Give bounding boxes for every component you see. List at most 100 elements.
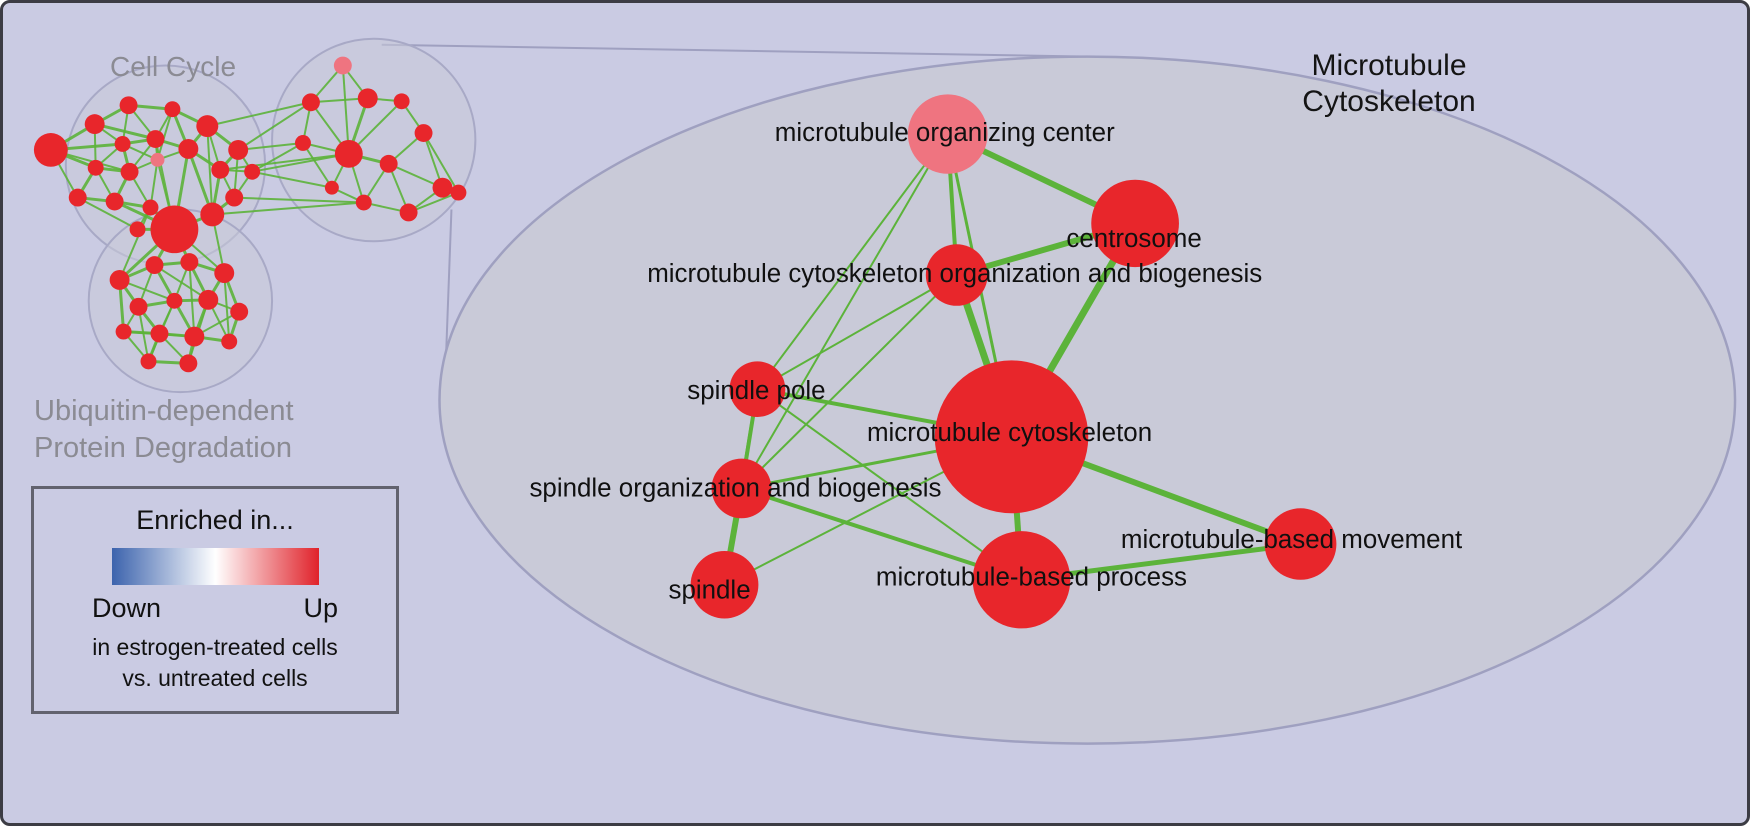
node-label-spindle-organization-and-biogenesis: spindle organization and biogenesis	[529, 474, 941, 502]
legend-gradient-bar	[111, 548, 319, 585]
overview-node	[228, 139, 249, 160]
overview-node	[119, 96, 138, 115]
overview-node	[379, 154, 398, 173]
legend-axis-labels: Down Up	[92, 593, 338, 624]
node-spindle-pole	[729, 361, 786, 417]
overview-edge	[188, 262, 196, 337]
overview-edge	[118, 207, 152, 281]
detail-edge	[756, 274, 958, 391]
overview-edge	[153, 264, 209, 301]
overview-edge	[251, 142, 304, 173]
overview-node	[244, 163, 261, 180]
overview-edge	[156, 108, 174, 161]
cluster-label-ubiquitin-line2: Protein Degradation	[34, 432, 292, 465]
overview-edge	[237, 101, 312, 151]
overview-node	[355, 194, 372, 211]
overview-node	[225, 188, 244, 207]
overview-node	[150, 324, 169, 343]
node-label-spindle-pole: spindle pole	[687, 377, 825, 405]
cluster-label-microtubule-cytoskeleton: Microtubule Cytoskeleton	[1233, 48, 1545, 120]
overview-node	[432, 177, 453, 198]
overview-node	[334, 139, 363, 168]
overview-edge	[251, 170, 333, 189]
overview-edge	[220, 152, 349, 171]
node-microtubule-based-movement	[1264, 508, 1337, 580]
overview-node	[414, 124, 433, 142]
overview-edge	[238, 141, 304, 151]
legend: Enriched in... Down Up in estrogen-treat…	[31, 486, 399, 714]
overview-node	[180, 253, 199, 272]
overview-node	[150, 152, 165, 167]
overview-node	[301, 93, 320, 112]
node-spindle	[690, 550, 759, 619]
overview-node	[164, 101, 181, 118]
cluster-label-cell-cycle: Cell Cycle	[110, 51, 237, 82]
detail-edge	[740, 486, 1023, 582]
overview-node	[105, 192, 124, 211]
overview-edge	[341, 65, 350, 154]
overview-node	[120, 162, 139, 181]
cluster-label-microtubule-line1: Microtubule	[1311, 49, 1467, 82]
node-label-microtubule-cytoskeleton: microtubule cytoskeleton	[867, 419, 1152, 447]
node-microtubule-based-process	[972, 531, 1071, 629]
node-label-microtubule-cytoskeleton-organization-and-biogenesis: microtubule cytoskeleton organization an…	[647, 260, 1262, 288]
overview-node	[109, 270, 130, 290]
overview-node	[198, 289, 219, 310]
overview-edge	[206, 126, 214, 215]
cluster-label-ubiquitin-line1: Ubiquitin-dependent	[34, 395, 294, 427]
overview-node	[84, 114, 105, 135]
legend-up-label: Up	[303, 593, 338, 623]
node-spindle-organization-and-biogenesis	[711, 458, 772, 519]
overview-node	[150, 205, 199, 254]
node-microtubule-organizing-center	[907, 94, 988, 174]
overview-edge	[302, 142, 333, 189]
overview-node	[333, 56, 352, 75]
overview-node	[166, 292, 183, 309]
overview-node	[211, 160, 230, 179]
node-label-microtubule-organizing-center: microtubule organizing center	[775, 119, 1115, 147]
overview-edge	[207, 101, 312, 128]
overview-node	[33, 133, 68, 167]
overview-node	[221, 333, 238, 350]
overview-node	[87, 159, 104, 176]
overview-edge	[223, 272, 231, 342]
detail-edge	[756, 388, 1023, 581]
cluster-label-ubiquitin: Ubiquitin-dependent Protein Degradation	[34, 393, 294, 467]
node-label-centrosome: centrosome	[1066, 225, 1201, 253]
overview-edge	[149, 159, 159, 208]
detail-zoom-ellipse	[438, 55, 1737, 745]
detail-edge	[756, 133, 949, 390]
node-microtubule-cytoskeleton	[934, 360, 1089, 514]
overview-node	[140, 353, 157, 370]
legend-subtitle-line2: vs. untreated cells	[122, 665, 308, 691]
overview-node	[179, 354, 198, 373]
overview-node	[129, 221, 146, 238]
overview-node	[178, 139, 199, 159]
overview-node	[230, 302, 249, 321]
detail-edge	[740, 133, 949, 489]
overview-edge	[77, 196, 139, 231]
overview-node	[200, 202, 225, 227]
overview-node	[357, 88, 378, 109]
overview-node	[115, 323, 132, 340]
overview-node	[450, 184, 467, 201]
overview-node	[393, 93, 410, 110]
overview-node	[184, 326, 205, 347]
overview-node	[196, 115, 219, 138]
legend-down-label: Down	[92, 593, 162, 623]
cluster-label-microtubule-line2: Cytoskeleton	[1302, 85, 1476, 118]
overview-edge	[212, 201, 364, 216]
node-label-microtubule-based-process: microtubule-based process	[876, 564, 1187, 592]
node-label-microtubule-based-movement: microtubule-based movement	[1121, 526, 1462, 554]
detail-edge	[740, 274, 958, 490]
overview-edge	[251, 152, 349, 173]
overview-edge	[422, 132, 460, 194]
overview-edge	[137, 306, 150, 362]
overview-node	[142, 199, 159, 216]
legend-subtitle-line1: in estrogen-treated cells	[92, 634, 338, 660]
node-microtubule-cytoskeleton-organization-and-biogenesis	[925, 244, 988, 306]
node-label-spindle: spindle	[669, 577, 751, 605]
zoom-cone-line-0	[381, 43, 1090, 58]
node-centrosome	[1091, 179, 1179, 268]
